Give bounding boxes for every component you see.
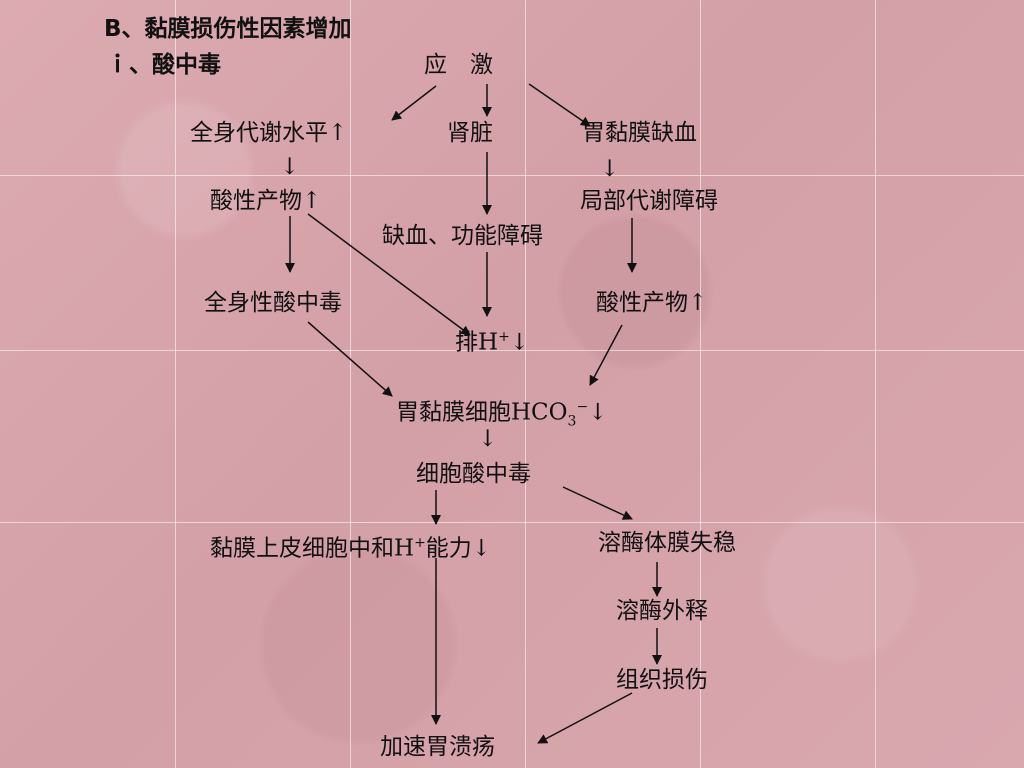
texture-seam (350, 0, 351, 768)
texture-seam (175, 0, 176, 768)
section-heading: B、黏膜损伤性因素增加 (104, 16, 352, 42)
node-ulcer-acceleration: 加速胃溃疡 (380, 734, 495, 760)
node-mucosal-hco3-text: 胃黏膜细胞HCO (396, 399, 568, 426)
texture-seam (875, 0, 876, 768)
node-lysosome-unstable: 溶酶体膜失稳 (598, 530, 736, 556)
texture-seam (0, 175, 1024, 176)
node-local-metabolism: 局部代谢障碍 (580, 188, 718, 214)
node-acid-products-right: 酸性产物↑ (596, 290, 708, 316)
small-down-arrow: ↓ (280, 154, 300, 180)
small-down-arrow: ↓ (478, 426, 498, 452)
arrow-systemic-acidosis-to-hco3 (307, 321, 393, 397)
down-arrow: ↓ (509, 329, 530, 356)
texture-seam (700, 0, 701, 768)
node-h-excretion-text: 排H (455, 329, 499, 356)
node-gastric-ischemia: 胃黏膜缺血 (582, 120, 697, 146)
node-systemic-acidosis: 全身性酸中毒 (204, 290, 342, 316)
down-arrow: ↓ (588, 399, 608, 426)
node-h-neutralization-text: 黏膜上皮细胞中和H (210, 535, 415, 562)
arrow-acid-to-h-excretion (307, 213, 471, 336)
node-tissue-damage: 组织损伤 (616, 667, 708, 693)
superscript-plus: + (498, 329, 510, 345)
subsection-heading: ｉ、酸中毒 (106, 52, 221, 78)
node-enzyme-release: 溶酶外释 (616, 598, 708, 624)
node-h-neutralization-tail: 能力↓ (425, 535, 492, 562)
texture-seam (0, 350, 1024, 351)
subscript-3: 3 (567, 413, 577, 430)
small-down-arrow: ↓ (600, 156, 620, 182)
node-kidney-dysfunction: 缺血、功能障碍 (382, 223, 543, 249)
arrow-acid-right-to-hco3 (589, 324, 623, 386)
arrow-stress-to-metabolism (391, 85, 437, 121)
node-mucosal-hco3: 胃黏膜细胞HCO3−↓ (396, 392, 607, 436)
arrow-cell-acidosis-to-lysosome (562, 486, 633, 520)
superscript-plus: + (414, 535, 426, 551)
node-h-excretion: 排H+↓ (455, 322, 529, 358)
texture-seam (525, 0, 526, 768)
node-cell-acidosis: 细胞酸中毒 (416, 461, 531, 487)
arrow-stress-to-ischemia (528, 83, 591, 127)
node-kidney: 肾脏 (447, 120, 493, 146)
texture-seam (0, 522, 1024, 523)
superscript-minus: − (576, 399, 589, 415)
node-h-neutralization: 黏膜上皮细胞中和H+能力↓ (210, 528, 491, 564)
node-stress: 应 激 (424, 52, 493, 78)
node-acid-products-left: 酸性产物↑ (210, 188, 322, 214)
arrow-damage-to-ulcer (537, 692, 633, 744)
node-systemic-metabolism: 全身代谢水平↑ (190, 120, 348, 146)
